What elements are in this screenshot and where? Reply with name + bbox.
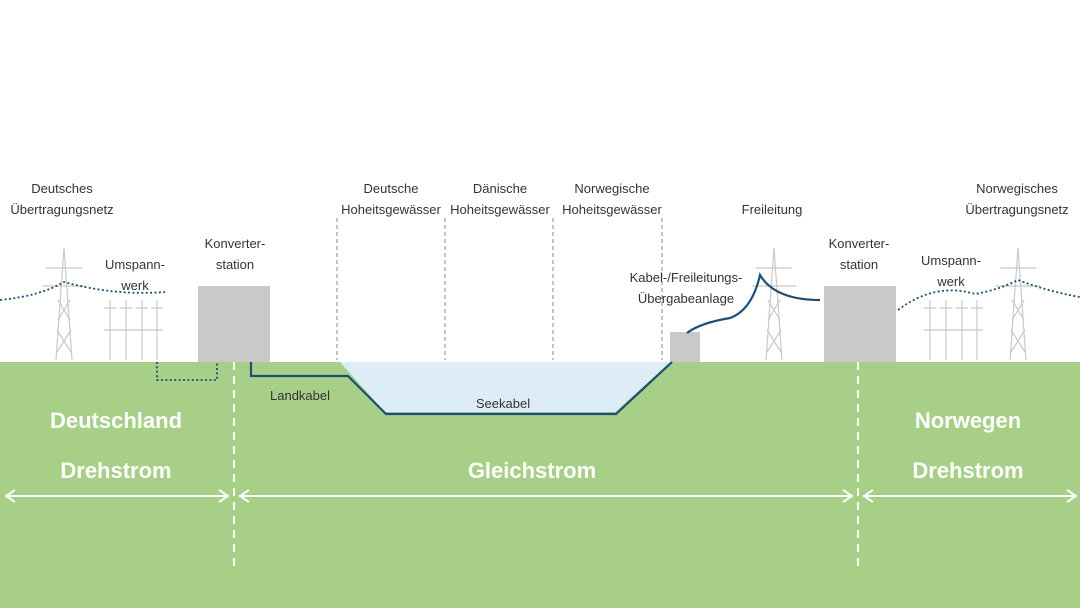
pylon-left-1	[42, 247, 86, 361]
label-land-cable: Landkabel	[255, 385, 345, 406]
label-dk-waters-line1: Dänische	[472, 181, 528, 196]
region-germany: Deutschland	[49, 408, 183, 433]
label-no-grid-line2: Übertragungsnetz	[965, 202, 1069, 217]
region-separators	[233, 362, 859, 566]
label-no-converter: Konverter- station	[819, 233, 899, 275]
region-ac-right: Drehstrom	[912, 458, 1024, 483]
water-boundaries	[336, 218, 663, 360]
converter-station-no	[824, 286, 896, 362]
label-de-converter-line2: station	[215, 257, 255, 272]
ground	[0, 362, 1080, 608]
label-de-converter-line1: Konverter-	[204, 236, 266, 251]
label-transition-line2: Übergabeanlage	[637, 291, 735, 306]
label-de-substation-line2: werk	[121, 278, 149, 293]
label-de-grid-line2: Übertragungsnetz	[10, 202, 114, 217]
label-sea-cable-text: Seekabel	[475, 396, 531, 411]
label-no-substation-line2: werk	[937, 274, 965, 289]
label-de-waters-line1: Deutsche	[363, 181, 419, 196]
region-norway: Norwegen	[914, 408, 1022, 433]
converter-station-de	[198, 286, 270, 362]
ac-line-de-grid	[0, 281, 166, 301]
transition-station	[670, 332, 700, 362]
region-arrows	[4, 489, 1078, 503]
label-overhead-line-text: Freileitung	[741, 202, 803, 217]
arrow-ac-left	[4, 489, 230, 503]
dc-cable	[249, 272, 821, 416]
label-no-substation: Umspann- werk	[911, 250, 991, 292]
land-cable-path	[249, 361, 673, 416]
label-de-waters-line2: Hoheitsgewässer	[341, 202, 441, 217]
label-no-waters: Norwegische Hoheitsgewässer	[552, 178, 672, 220]
label-no-waters-line2: Hoheitsgewässer	[562, 202, 662, 217]
label-transition-line1: Kabel-/Freileitungs-	[629, 270, 743, 285]
label-transition: Kabel-/Freileitungs- Übergabeanlage	[620, 267, 752, 309]
ac-grid-lines	[0, 279, 1080, 381]
arrow-dc	[238, 489, 854, 503]
overhead-line-path	[686, 272, 821, 334]
substation-right	[924, 300, 983, 360]
label-de-converter: Konverter- station	[195, 233, 275, 275]
label-no-converter-line2: station	[839, 257, 879, 272]
region-ac-left: Drehstrom	[60, 458, 172, 483]
label-overhead-line: Freileitung	[722, 199, 822, 220]
label-no-converter-line1: Konverter-	[828, 236, 890, 251]
arrow-ac-right	[862, 489, 1078, 503]
label-no-grid-line1: Norwegisches	[976, 181, 1058, 196]
label-sea-cable: Seekabel	[458, 393, 548, 414]
label-de-substation-line1: Umspann-	[105, 257, 165, 272]
label-no-grid: Norwegisches Übertragungsnetz	[957, 178, 1077, 220]
ac-line-no-grid	[897, 279, 1080, 311]
label-de-waters: Deutsche Hoheitsgewässer	[331, 178, 451, 220]
ac-cable-de-underground	[156, 362, 218, 381]
label-dk-waters-line2: Hoheitsgewässer	[450, 202, 550, 217]
label-de-grid: Deutsches Übertragungsnetz	[2, 178, 122, 220]
pylon-right-1	[996, 247, 1040, 361]
label-no-substation-line1: Umspann-	[921, 253, 981, 268]
sea-water	[340, 362, 670, 412]
pylon-freileitung	[752, 247, 796, 361]
label-dk-waters: Dänische Hoheitsgewässer	[440, 178, 560, 220]
label-land-cable-text: Landkabel	[270, 388, 330, 403]
label-de-grid-line1: Deutsches	[31, 181, 93, 196]
region-dc: Gleichstrom	[467, 458, 597, 483]
label-de-substation: Umspann- werk	[95, 254, 175, 296]
substation-left	[104, 300, 163, 360]
label-no-waters-line1: Norwegische	[574, 181, 650, 196]
